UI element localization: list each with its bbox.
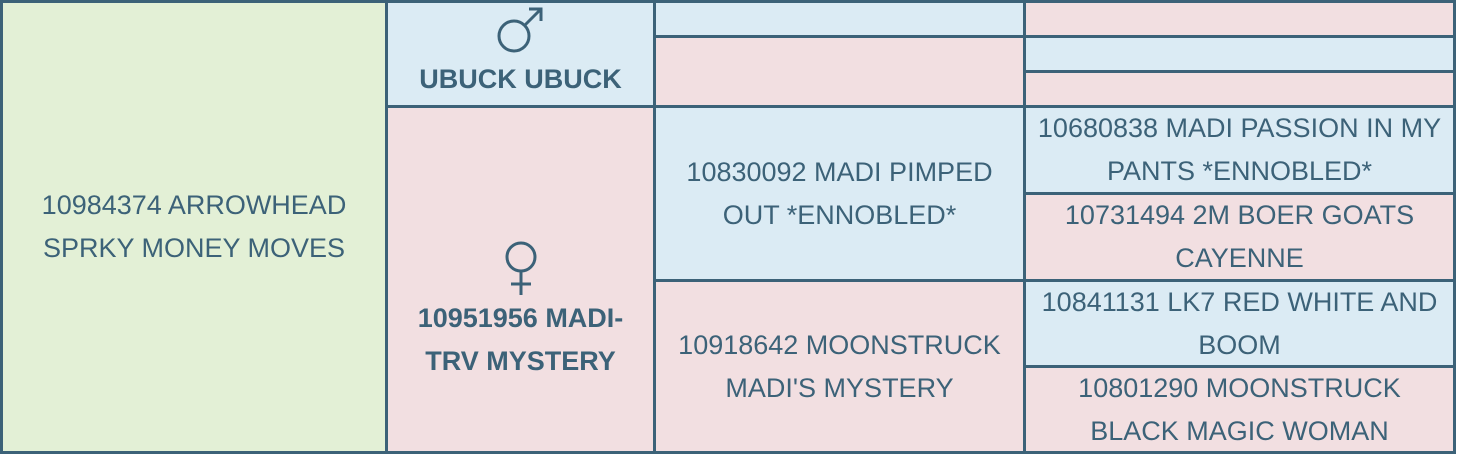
dam-sire-sire-name: 10680838 MADI PASSION IN MY PANTS *ENNOB… — [1037, 113, 1442, 186]
dam-dam-name: 10918642 MOONSTRUCK MADI'S MYSTERY — [678, 329, 1001, 403]
male-icon — [493, 4, 549, 58]
sire-sire-dam-cell — [1026, 0, 1456, 38]
dam-name: 10951956 MADI-TRV MYSTERY — [417, 302, 624, 376]
dam-sire-cell: 10830092 MADI PIMPED OUT *ENNOBLED* — [656, 108, 1026, 282]
subject-cell: 10984374 ARROWHEAD SPRKY MONEY MOVES — [0, 0, 388, 454]
sire-name: UBUCK UBUCK — [419, 64, 622, 94]
sire-dam-dam-cell — [1026, 73, 1456, 108]
subject-name: 10984374 ARROWHEAD SPRKY MONEY MOVES — [41, 190, 347, 263]
dam-dam-dam-cell: 10801290 MOONSTRUCK BLACK MAGIC WOMAN — [1026, 368, 1456, 454]
dam-dam-dam-name: 10801290 MOONSTRUCK BLACK MAGIC WOMAN — [1078, 372, 1401, 446]
sire-dam-cell — [656, 38, 1026, 108]
dam-sire-dam-cell: 10731494 2M BOER GOATS CAYENNE — [1026, 195, 1456, 282]
dam-sire-sire-cell: 10680838 MADI PASSION IN MY PANTS *ENNOB… — [1026, 108, 1456, 195]
sire-sire-cell — [656, 0, 1026, 38]
dam-sire-dam-name: 10731494 2M BOER GOATS CAYENNE — [1064, 200, 1415, 273]
dam-dam-sire-name: 10841131 LK7 RED WHITE AND BOOM — [1041, 286, 1438, 360]
sire-dam-sire-cell — [1026, 38, 1456, 73]
dam-dam-cell: 10918642 MOONSTRUCK MADI'S MYSTERY — [656, 282, 1026, 454]
dam-sire-name: 10830092 MADI PIMPED OUT *ENNOBLED* — [686, 156, 993, 230]
female-icon — [493, 237, 549, 295]
dam-cell: 10951956 MADI-TRV MYSTERY — [388, 108, 656, 454]
sire-cell: UBUCK UBUCK — [388, 0, 656, 108]
dam-dam-sire-cell: 10841131 LK7 RED WHITE AND BOOM — [1026, 282, 1456, 368]
